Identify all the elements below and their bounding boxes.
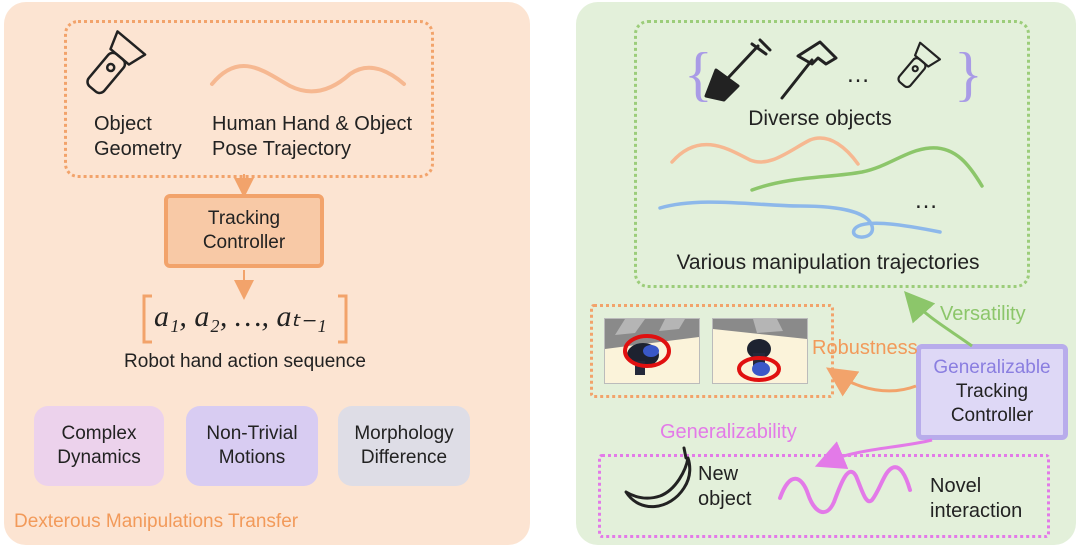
- new-object-line2: object: [698, 488, 752, 510]
- tracking-controller-line2: Controller: [202, 232, 286, 253]
- trajectory-blue: [658, 200, 942, 239]
- robot-thumbnail-2: [712, 318, 808, 384]
- shovel-icon: [704, 38, 772, 102]
- challenge-motions-line2: Motions: [218, 447, 286, 468]
- gen-controller-line1: Tracking: [955, 381, 1029, 403]
- objects-ellipsis: …: [846, 61, 870, 88]
- challenge-non-trivial-motions: Non-Trivial Motions: [186, 406, 318, 486]
- arrow-versatility: [904, 291, 973, 348]
- tracking-controller-box: Tracking Controller: [164, 194, 324, 268]
- diverse-objects-label: Diverse objects: [748, 107, 892, 130]
- generalizable-label: Generalizable: [933, 357, 1051, 379]
- challenge-morphology-line1: Morphology: [354, 423, 454, 445]
- trajectory-line2: Pose Trajectory: [212, 138, 351, 160]
- brace-right: }: [954, 41, 983, 107]
- gen-controller-line2: Controller: [950, 404, 1034, 426]
- generalizability-label: Generalizability: [660, 421, 797, 443]
- challenge-complex-line1: Complex: [61, 423, 137, 445]
- robot-sim-image-2: [713, 319, 807, 382]
- arrow-robustness: [826, 367, 917, 397]
- input-box: [64, 20, 434, 178]
- challenge-morphology-line2: Difference: [360, 447, 448, 468]
- novel-interaction-curve: [778, 465, 912, 515]
- versatility-label: Versatility: [940, 303, 1026, 325]
- various-trajectories-label: Various manipulation trajectories: [676, 251, 980, 274]
- challenge-complex-line2: Dynamics: [57, 447, 141, 468]
- trajectory-green: [750, 146, 984, 192]
- challenge-motions-line1: Non-Trivial: [206, 423, 298, 445]
- trajectory-orange: [670, 136, 860, 166]
- robustness-label: Robustness: [812, 337, 918, 359]
- banana-icon: [624, 446, 692, 508]
- action-sequence-formula: a₁, a₂, …, aₜ₋₁: [154, 300, 327, 333]
- trajectory-line1: Human Hand & Object: [212, 113, 413, 135]
- novel-interaction-line2: interaction: [930, 500, 1023, 522]
- trajectory-label: Human Hand & Object Pose Trajectory: [212, 112, 412, 162]
- object-geometry-label: Object Geometry: [94, 112, 182, 162]
- trajectories-ellipsis: …: [914, 187, 938, 214]
- challenge-complex-dynamics: Complex Dynamics: [34, 406, 164, 486]
- object-geometry-line2: Geometry: [94, 138, 182, 160]
- diversity-box: [634, 20, 1030, 288]
- novel-interaction-label: Novel interaction: [930, 474, 1022, 524]
- action-bracket-right: [338, 294, 348, 344]
- robustness-box: [590, 304, 834, 398]
- robot-sim-image-1: [605, 319, 699, 375]
- generalizable-controller-box: Generalizable Tracking Controller: [916, 344, 1068, 440]
- action-bracket-left: [142, 294, 152, 344]
- left-footer-title: Dexterous Manipulations Transfer: [14, 511, 299, 532]
- object-geometry-line1: Object: [94, 113, 152, 135]
- action-sequence-caption: Robot hand action sequence: [124, 351, 366, 372]
- arrow-generalizability: [814, 438, 933, 470]
- flashlight-icon: [86, 30, 147, 95]
- new-object-line1: New: [698, 463, 739, 485]
- novel-interaction-line1: Novel: [930, 475, 982, 497]
- robot-thumbnail-1: [604, 318, 700, 384]
- flashlight-icon-right: [897, 41, 942, 89]
- hammer-icon: [780, 40, 838, 100]
- challenge-morphology-difference: Morphology Difference: [338, 406, 470, 486]
- tracking-controller-line1: Tracking: [207, 208, 281, 230]
- new-object-label: New object: [698, 462, 751, 512]
- human-trajectory-curve: [210, 64, 406, 94]
